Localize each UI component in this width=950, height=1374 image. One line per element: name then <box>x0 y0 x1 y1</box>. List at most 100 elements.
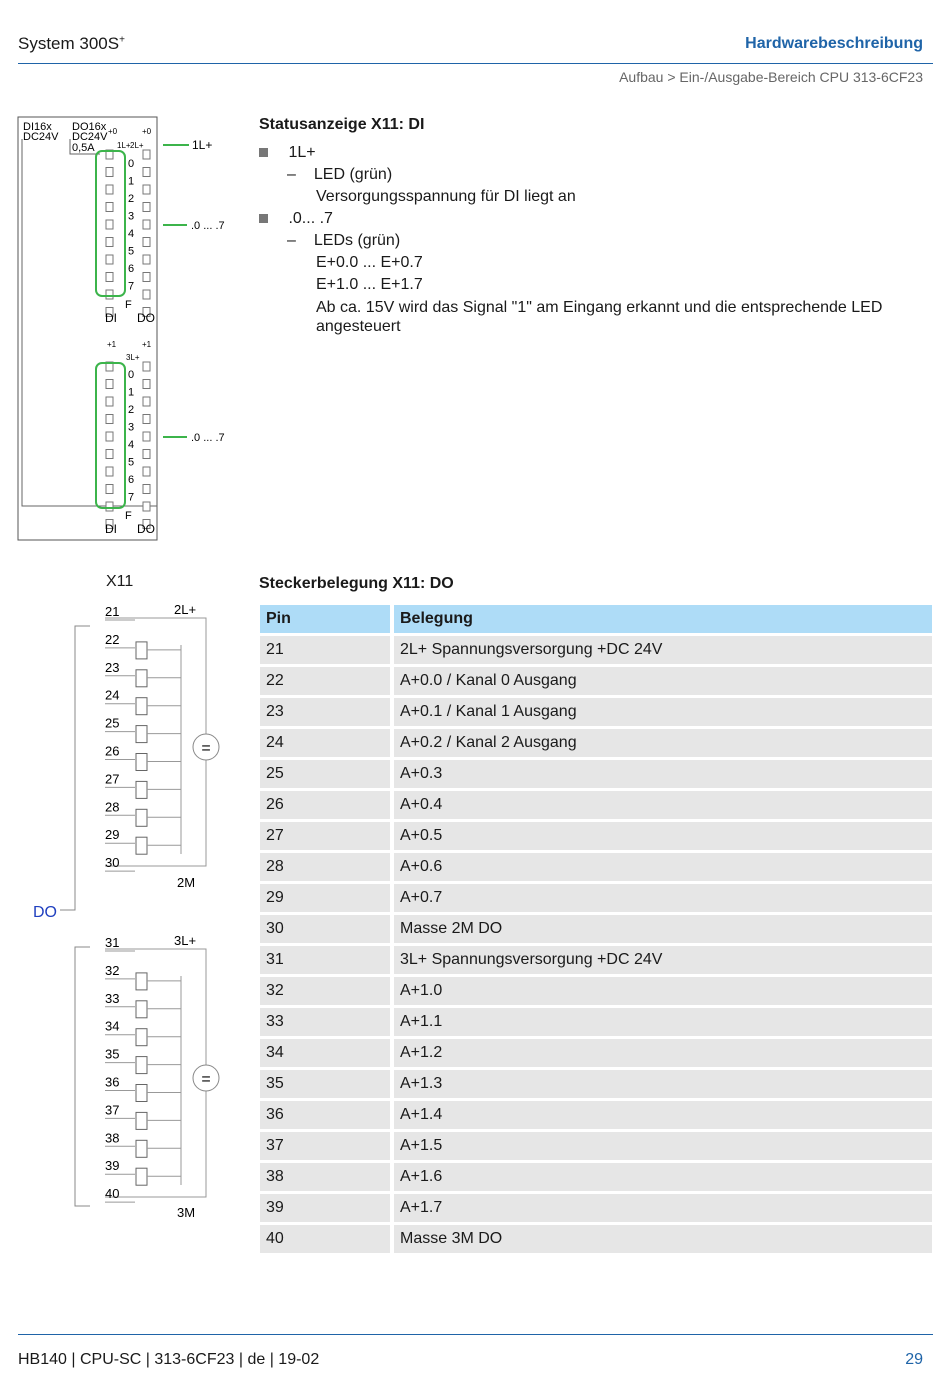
led-indicator <box>105 289 114 300</box>
column-header-belegung: Belegung <box>394 605 932 633</box>
document-title: System 300S+ <box>18 34 125 53</box>
led-indicator <box>105 484 114 494</box>
terminal-number: 25 <box>105 716 119 731</box>
led-indicator <box>105 272 114 282</box>
led-indicator <box>142 449 151 459</box>
output-contact <box>135 1056 148 1075</box>
assignment-cell: A+0.4 <box>394 791 932 819</box>
channel-number: 3 <box>128 422 134 434</box>
module-label-dc1: DC24V <box>23 131 59 143</box>
section-title: Hardwarebeschreibung <box>745 35 923 52</box>
led-indicator <box>105 431 114 442</box>
terminal-number: 37 <box>105 1102 119 1117</box>
list-item-label: 1L+ <box>288 144 316 161</box>
led-indicator <box>142 272 151 282</box>
pin-cell: 39 <box>260 1194 390 1222</box>
pin-cell: 38 <box>260 1163 390 1191</box>
sub-item-text: LEDs (grün) <box>313 232 401 249</box>
module-label-dc2: DC24V <box>72 131 108 143</box>
channel-number: 7 <box>128 281 134 293</box>
pin-cell: 29 <box>260 884 390 912</box>
terminal-number: 32 <box>105 963 119 978</box>
led-indicator <box>105 237 114 247</box>
header-rule <box>18 63 933 64</box>
table-header-row: Pin Belegung <box>260 605 932 633</box>
led-indicator <box>105 167 114 177</box>
terminal-number: 28 <box>105 799 119 814</box>
connector-name: X11 <box>106 573 134 590</box>
led-indicator <box>142 184 151 195</box>
led-indicator <box>142 466 151 477</box>
terminal-number: 39 <box>105 1158 119 1173</box>
assignment-cell: A+1.3 <box>394 1070 932 1098</box>
led-indicator <box>105 466 114 477</box>
supply-wire <box>105 948 207 1198</box>
plus0-label: +0 <box>108 127 118 136</box>
output-contact <box>135 1000 148 1019</box>
output-contact <box>135 697 148 716</box>
bullet-icon <box>259 148 268 158</box>
assignment-cell: A+0.7 <box>394 884 932 912</box>
output-contact <box>135 780 148 799</box>
dash-glyph: – <box>287 232 296 249</box>
terminal-number: 24 <box>105 688 119 703</box>
output-contact <box>135 972 148 991</box>
column-header-pin: Pin <box>260 605 390 633</box>
led-indicator <box>142 414 151 424</box>
list-item: .0... .7 <box>259 208 934 230</box>
led-indicator <box>142 379 151 389</box>
supply-2l-label: 2L+ <box>174 602 196 617</box>
channel-number: 1 <box>128 176 134 188</box>
pin-cell: 27 <box>260 822 390 850</box>
assignment-cell: A+1.0 <box>394 977 932 1005</box>
channel-number: 0 <box>128 369 134 381</box>
highlight-frame <box>95 150 126 297</box>
led-indicator <box>142 237 151 247</box>
pin-cell: 35 <box>260 1070 390 1098</box>
do-group-label: DO <box>33 904 57 921</box>
dc-source-symbol <box>192 733 220 761</box>
pin-cell: 22 <box>260 667 390 695</box>
output-contact <box>135 836 148 855</box>
channel-number: 6 <box>128 474 134 486</box>
page-number: 29 <box>905 1351 923 1368</box>
channel-number: 5 <box>128 246 134 258</box>
led-indicator <box>105 414 114 424</box>
assignment-cell: A+1.6 <box>394 1163 932 1191</box>
dash-glyph: – <box>287 166 296 183</box>
breadcrumb: Aufbau > Ein-/Ausgabe-Bereich CPU 313-6C… <box>619 69 923 85</box>
assignment-cell: A+0.5 <box>394 822 932 850</box>
terminal-number: 35 <box>105 1047 119 1062</box>
highlight-frame <box>95 362 126 509</box>
do-label: DO <box>137 311 155 325</box>
led-indicator <box>105 307 114 317</box>
bullet-icon <box>259 214 268 224</box>
output-contact <box>135 641 148 660</box>
assignment-cell: A+1.1 <box>394 1008 932 1036</box>
led-indicator <box>142 484 151 494</box>
channel-number: 2 <box>128 193 134 205</box>
assignment-cell: 3L+ Spannungsversorgung +DC 24V <box>394 946 932 974</box>
assignment-cell: A+0.1 / Kanal 1 Ausgang <box>394 698 932 726</box>
pin-cell: 32 <box>260 977 390 1005</box>
pin-cell: 25 <box>260 760 390 788</box>
di-label: DI <box>105 311 117 325</box>
led-indicator <box>105 501 114 512</box>
sub-item-text: LED (grün) <box>313 166 393 183</box>
output-contact <box>135 1111 148 1130</box>
channel-number: 3 <box>128 211 134 223</box>
footer-doc-id: HB140 | CPU-SC | 313-6CF23 | de | 19-02 <box>18 1351 320 1368</box>
led-indicator <box>105 254 114 265</box>
assignment-cell: A+1.4 <box>394 1101 932 1129</box>
terminal-number: 22 <box>105 632 119 647</box>
led-indicator <box>142 431 151 442</box>
led-indicator <box>105 396 114 407</box>
